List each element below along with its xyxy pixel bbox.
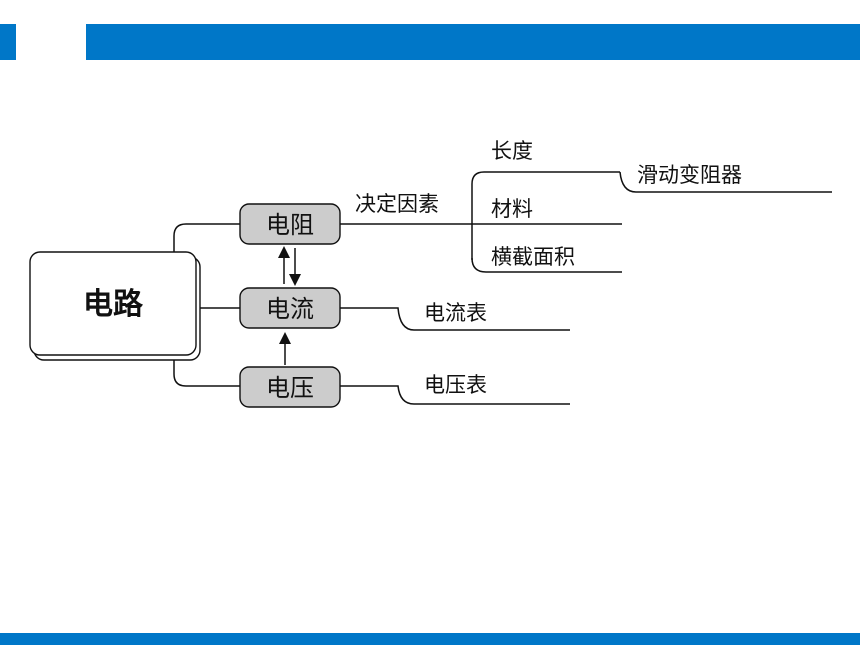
- node-voltage-label: 电压: [266, 374, 314, 402]
- rheostat-line: [619, 171, 832, 193]
- resistance-branch-label: 决定因素: [355, 192, 439, 216]
- factor-area-label: 横截面积: [491, 245, 575, 269]
- footer-bar: [0, 633, 860, 645]
- root-to-resistance-line: [173, 223, 240, 252]
- node-current-label: 电流: [266, 295, 314, 323]
- factor-length-label: 长度: [491, 139, 533, 163]
- root-node-label: 电路: [83, 287, 144, 322]
- factor-bracket-top: [471, 171, 620, 260]
- node-voltage[interactable]: [239, 366, 341, 408]
- ammeter-label: 电流表: [424, 301, 487, 325]
- rheostat-label: 滑动变阻器: [637, 163, 742, 187]
- root-node[interactable]: [29, 251, 197, 356]
- header-bar-left: [0, 24, 16, 60]
- root-to-voltage-line: [173, 360, 240, 387]
- node-resistance-label: 电阻: [266, 211, 314, 239]
- voltmeter-line: [340, 385, 570, 405]
- header-bar: [86, 24, 860, 60]
- factor-line-area: [471, 257, 622, 273]
- ammeter-line: [340, 307, 570, 331]
- voltmeter-label: 电压表: [424, 373, 487, 397]
- factor-material-label: 材料: [491, 197, 533, 221]
